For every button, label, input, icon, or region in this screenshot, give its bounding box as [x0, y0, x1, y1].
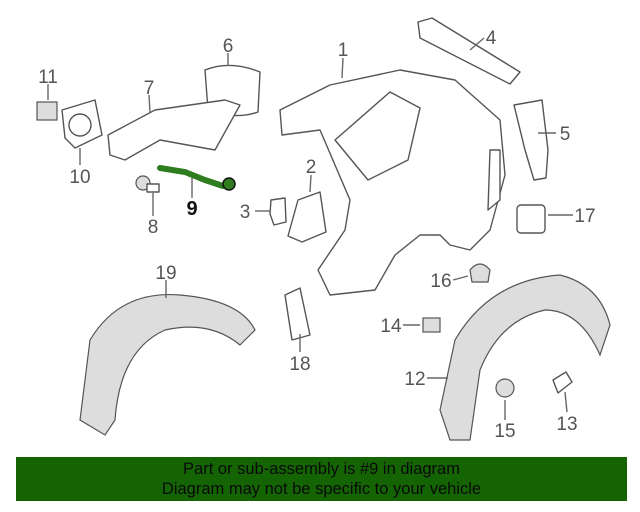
callout-1: 1: [338, 40, 349, 61]
callout-7: 7: [144, 78, 155, 99]
callout-2: 2: [306, 157, 317, 178]
callout-4: 4: [486, 28, 497, 49]
callout-10: 10: [69, 167, 90, 188]
callout-5: 5: [560, 124, 571, 145]
part-17-plug[interactable]: [516, 204, 546, 234]
part-15-nut[interactable]: [495, 378, 515, 398]
part-4-molding[interactable]: [417, 17, 521, 85]
banner-line-1: Part or sub-assembly is #9 in diagram: [183, 460, 460, 478]
callout-15: 15: [494, 421, 515, 442]
callout-3: 3: [240, 202, 251, 223]
part-18-flap[interactable]: [284, 287, 311, 341]
part-9-fuel-filler-tube[interactable]: [157, 165, 236, 191]
part-12-wheelhouse-liner[interactable]: [439, 274, 611, 441]
callout-6: 6: [223, 36, 234, 57]
part-10-cap-housing[interactable]: [61, 99, 103, 149]
callout-17: 17: [574, 206, 595, 227]
callout-11: 11: [38, 67, 58, 88]
part-16-clip[interactable]: [469, 263, 491, 283]
part-2-bracket[interactable]: [287, 191, 327, 243]
callout-18: 18: [289, 354, 310, 375]
part-13-screw[interactable]: [552, 371, 573, 394]
part-5-bracket[interactable]: [513, 99, 549, 181]
part-8-bolt[interactable]: [135, 175, 160, 193]
callout-13: 13: [556, 414, 577, 435]
part-19-wheelhouse-liner[interactable]: [79, 293, 256, 436]
info-banner: Part or sub-assembly is #9 in diagram Di…: [16, 457, 627, 501]
callout-14: 14: [380, 316, 402, 337]
leader-lines: [47, 37, 573, 420]
part-1-quarter-panel[interactable]: [279, 69, 506, 296]
part-14-clip[interactable]: [422, 317, 441, 333]
callout-8: 8: [148, 217, 159, 238]
callout-16: 16: [430, 271, 451, 292]
banner-line-2: Diagram may not be specific to your vehi…: [161, 480, 482, 498]
part-7-fuel-housing[interactable]: [107, 99, 241, 161]
callout-12: 12: [404, 369, 425, 390]
callout-9[interactable]: 9: [186, 198, 197, 220]
part-11-actuator[interactable]: [36, 101, 58, 121]
part-3-clip[interactable]: [269, 197, 287, 226]
callout-19: 19: [155, 263, 176, 284]
